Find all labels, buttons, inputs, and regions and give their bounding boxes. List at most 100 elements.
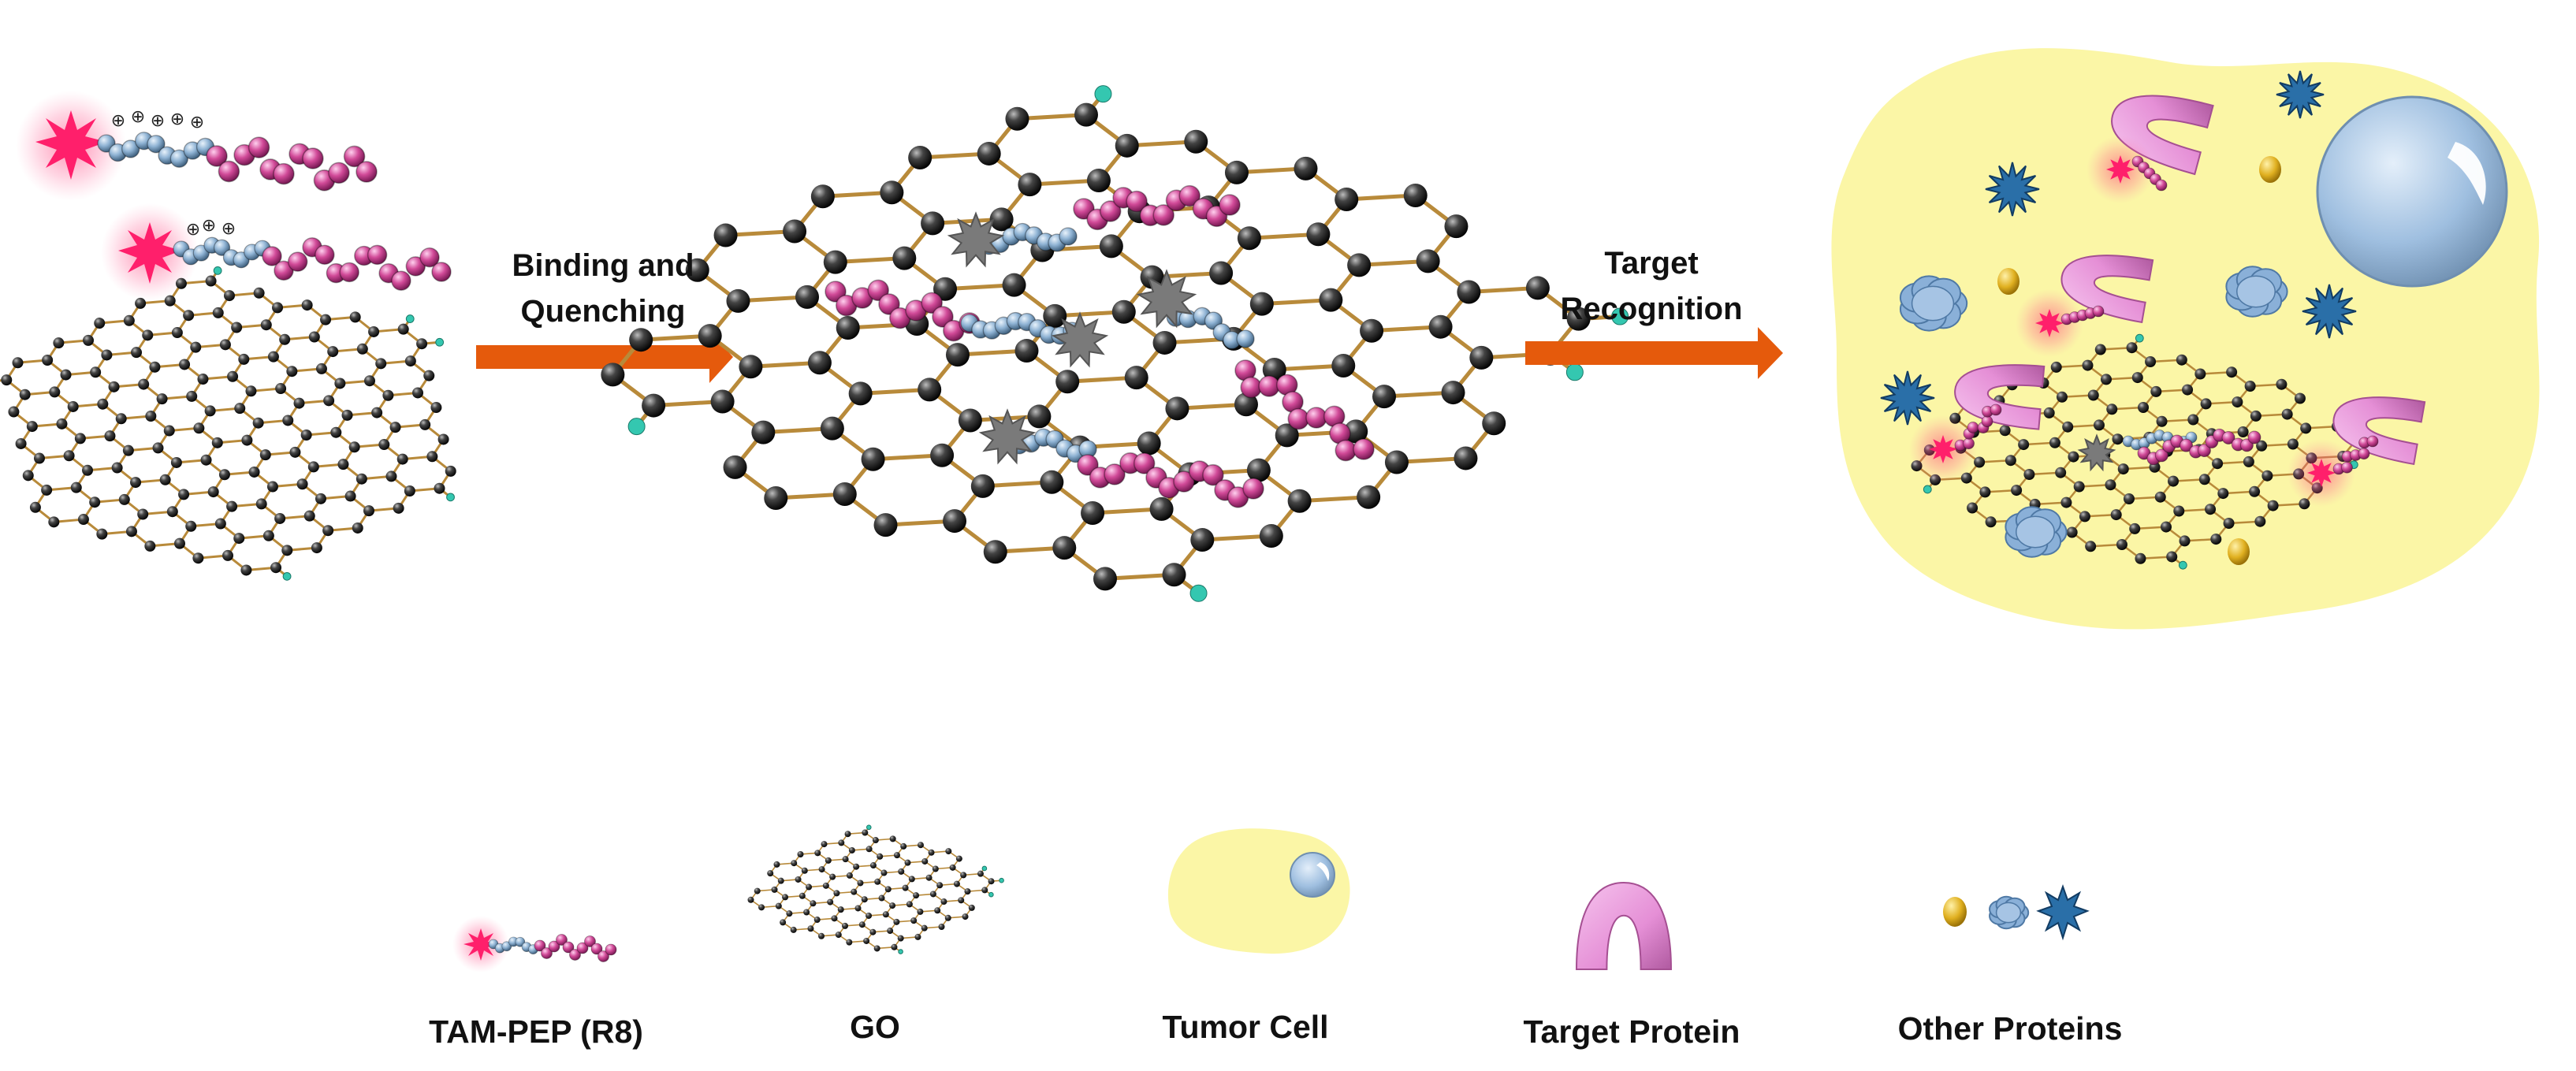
stage3-tumor-cell	[1831, 48, 2540, 630]
carbon-atom	[2101, 374, 2113, 385]
carbon-atoms	[601, 85, 1629, 602]
carbon-atom	[1319, 288, 1343, 312]
carbon-atom	[2217, 488, 2229, 500]
carbon-atom	[880, 869, 888, 876]
carbon-atom	[2117, 463, 2129, 475]
legend-label-go: GO	[850, 1009, 900, 1045]
cell-contents	[1880, 70, 2426, 565]
carbon-atom	[1043, 303, 1067, 328]
carbon-atom	[810, 900, 817, 907]
target-protein	[1954, 364, 2046, 430]
carbon-atom	[130, 477, 142, 489]
oxygen-atom	[2135, 333, 2144, 343]
carbon-atom	[207, 486, 219, 498]
carbon-atom	[822, 882, 829, 889]
carbon-atom	[49, 386, 61, 398]
carbon-atom	[272, 302, 284, 314]
carbon-atom	[889, 902, 896, 909]
carbon-atom	[2254, 515, 2266, 527]
carbon-atom	[2244, 381, 2256, 392]
carbon-atom	[1347, 253, 1372, 277]
carbon-atom	[835, 932, 842, 939]
carbon-atom	[2082, 359, 2094, 371]
peptide-bead	[1202, 463, 1224, 486]
carbon-atom	[783, 219, 807, 244]
carbon-atom	[179, 359, 191, 370]
carbon-atom	[918, 377, 942, 402]
carbon-atom	[434, 482, 445, 494]
stage2-quenched-complex	[601, 85, 1629, 602]
carbon-atom	[1237, 226, 1261, 251]
carbon-atom	[775, 902, 782, 909]
carbon-atom	[814, 850, 821, 857]
legend-target-protein	[1575, 881, 1673, 970]
carbon-atom	[887, 928, 894, 935]
carbon-atom	[764, 486, 788, 511]
carbon-atom	[2300, 422, 2312, 434]
peptide-bead	[534, 939, 546, 952]
legend	[452, 824, 2090, 972]
carbon-atom	[2232, 396, 2243, 408]
legend-label-target-protein: Target Protein	[1523, 1013, 1740, 1050]
peptide-bead	[541, 947, 553, 959]
carbon-atom	[337, 459, 349, 470]
carbon-atom	[349, 311, 361, 323]
carbon-atom	[348, 441, 360, 453]
carbon-atom	[82, 464, 94, 476]
carbon-atom	[135, 297, 147, 309]
oxygen-atom	[282, 571, 292, 581]
carbon-bonds	[0, 270, 452, 578]
carbon-atom	[404, 355, 416, 367]
oxygen-atom	[988, 891, 994, 898]
carbon-atom	[163, 425, 175, 437]
carbon-atom	[2249, 485, 2261, 497]
carbon-atom	[2085, 541, 2097, 552]
carbon-atom	[356, 343, 368, 355]
carbon-atom	[983, 540, 1007, 564]
carbon-atom	[149, 361, 161, 373]
carbon-atom	[2105, 479, 2116, 491]
carbon-atom	[917, 842, 924, 849]
carbon-atom	[936, 882, 944, 889]
carbon-atom	[829, 873, 836, 880]
peptide-bead	[391, 270, 411, 291]
carbon-atom	[827, 898, 834, 906]
carbon-atom	[363, 375, 375, 387]
carbon-atom	[204, 405, 216, 417]
carbon-atom	[747, 896, 754, 903]
carbon-atom	[642, 393, 666, 418]
carbon-atom	[2205, 504, 2217, 515]
gold-protein	[2228, 538, 2250, 565]
carbon-atom	[2226, 366, 2238, 378]
carbon-atom	[917, 908, 924, 915]
blue-protein	[1989, 895, 2030, 930]
carbon-atom	[267, 351, 279, 363]
carbon-atom	[2043, 407, 2055, 418]
carbon-atom	[416, 338, 428, 350]
carbon-atom	[15, 437, 27, 449]
carbon-atom	[1457, 280, 1481, 304]
carbon-atom	[1384, 450, 1409, 474]
carbon-atom	[629, 328, 653, 352]
carbon-atom	[989, 207, 1014, 232]
peptide-bead	[2239, 438, 2254, 452]
quenched-fluorophore	[2077, 433, 2116, 472]
target-protein-shape	[1575, 881, 1673, 970]
oxygen-atom	[1611, 307, 1629, 325]
peptide-bead	[2366, 435, 2379, 448]
peptide-bead	[825, 281, 847, 303]
bound-fluorophore	[1908, 415, 1978, 484]
carbon-atom	[1055, 370, 1080, 394]
carbon-atom	[397, 323, 409, 335]
carbon-atom	[142, 329, 154, 341]
carbon-atom	[2131, 372, 2143, 384]
peptide-bead	[921, 292, 943, 314]
carbon-atom	[962, 913, 969, 920]
carbon-atom	[869, 928, 877, 935]
peptide-bead	[1219, 194, 1241, 216]
carbon-atom	[315, 493, 326, 504]
carbon-atom	[307, 461, 319, 473]
carbon-atom	[200, 454, 212, 466]
carbon-atom	[2106, 403, 2118, 415]
